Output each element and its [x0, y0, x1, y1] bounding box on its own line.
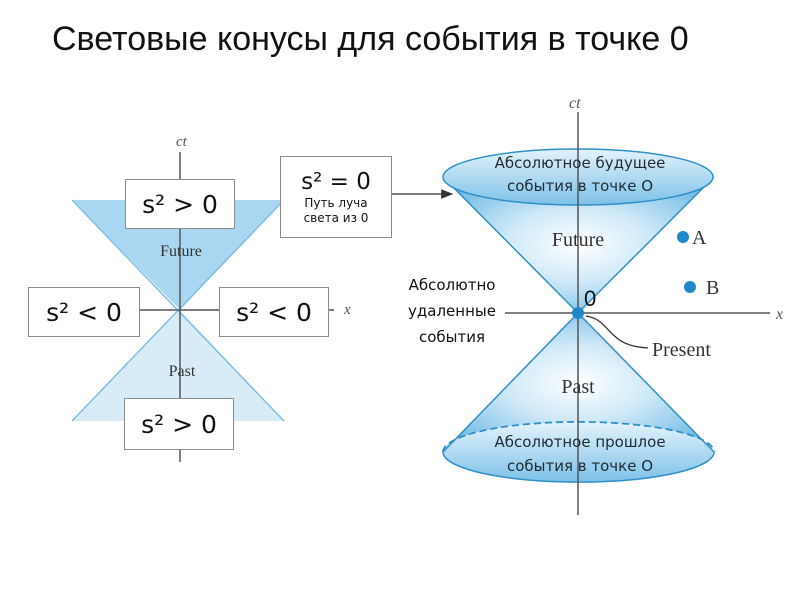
- past-cap-line1: Абсолютное прошлое: [494, 433, 665, 451]
- future-cap-line1: Абсолютное будущее: [495, 154, 666, 172]
- present-label: Present: [652, 339, 711, 361]
- left-space-axis-label: x: [343, 302, 351, 318]
- interval-right-text: s² < 0: [236, 297, 312, 327]
- interval-box-top: s² > 0: [125, 179, 235, 229]
- light-ray-caption-2: света из 0: [303, 211, 369, 225]
- origin-event-point: [572, 307, 584, 319]
- right-future-label: Future: [552, 229, 604, 251]
- remote-line3: события: [419, 328, 485, 346]
- origin-label: 0: [584, 286, 596, 311]
- event-point-a: [677, 231, 689, 243]
- past-cap-line2: события в точке О: [507, 457, 653, 475]
- remote-line2: удаленные: [408, 302, 496, 320]
- point-a-label: A: [692, 227, 707, 249]
- future-cap-line2: события в точке О: [507, 177, 653, 195]
- interval-bottom-text: s² > 0: [141, 409, 217, 439]
- event-point-b: [684, 281, 696, 293]
- page-title: Световые конусы для события в точке 0: [52, 20, 689, 58]
- light-ray-formula: s² = 0: [301, 169, 371, 195]
- left-future-label: Future: [160, 243, 202, 260]
- left-past-cone: [72, 310, 284, 421]
- light-ray-box: s² = 0 Путь луча света из 0: [280, 156, 392, 238]
- light-ray-caption-1: Путь луча: [304, 196, 368, 210]
- left-past-label: Past: [169, 363, 196, 380]
- remote-line1: Абсолютно: [409, 276, 496, 294]
- point-b-label: B: [706, 277, 719, 299]
- left-time-axis-label: ct: [176, 134, 188, 150]
- right-space-axis-label: x: [775, 306, 783, 323]
- interval-left-text: s² < 0: [46, 297, 122, 327]
- interval-top-text: s² > 0: [142, 189, 218, 219]
- present-pointer: [585, 315, 649, 349]
- interval-box-left: s² < 0: [28, 287, 140, 337]
- interval-box-bottom: s² > 0: [124, 398, 234, 450]
- interval-box-right: s² < 0: [219, 287, 329, 337]
- right-light-cone-3d: ct x 0 Present Future Past Абсолютное бу…: [408, 95, 783, 515]
- right-past-label: Past: [561, 376, 595, 398]
- right-time-axis-label: ct: [569, 95, 581, 112]
